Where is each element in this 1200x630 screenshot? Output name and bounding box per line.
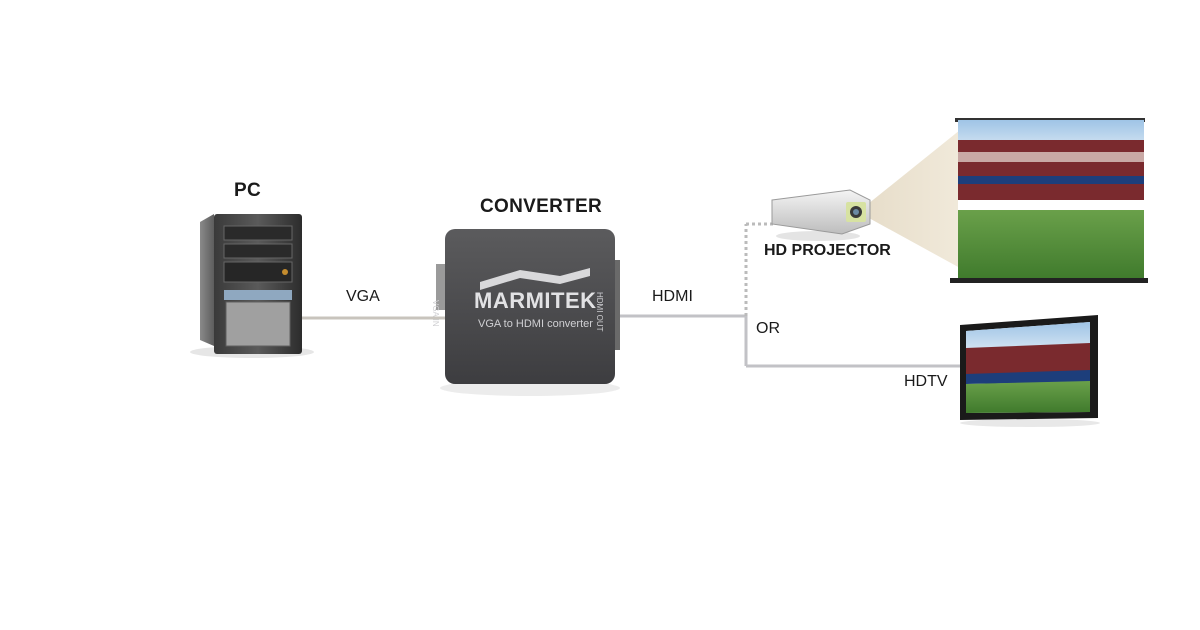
hdmi-label: HDMI <box>652 288 693 305</box>
converter-label: CONVERTER <box>480 196 602 217</box>
hdtv <box>960 315 1100 427</box>
converter-port-left-label: VGA IN <box>431 300 440 327</box>
or-label: OR <box>756 320 780 337</box>
hd-projector-label: HD PROJECTOR <box>764 242 891 259</box>
converter-brand: MARMITEK <box>474 288 597 313</box>
converter-port-right-label: HDMI OUT <box>595 292 604 332</box>
pc-label: PC <box>234 180 261 201</box>
hdmi-cable <box>618 222 960 368</box>
hd-projector <box>771 189 871 241</box>
converter-subtitle: VGA to HDMI converter <box>478 318 593 330</box>
pc-tower <box>190 214 314 358</box>
hdtv-label: HDTV <box>904 373 948 390</box>
vga-label: VGA <box>346 288 380 305</box>
converter-device <box>436 229 620 396</box>
projector-screen <box>858 118 1148 283</box>
